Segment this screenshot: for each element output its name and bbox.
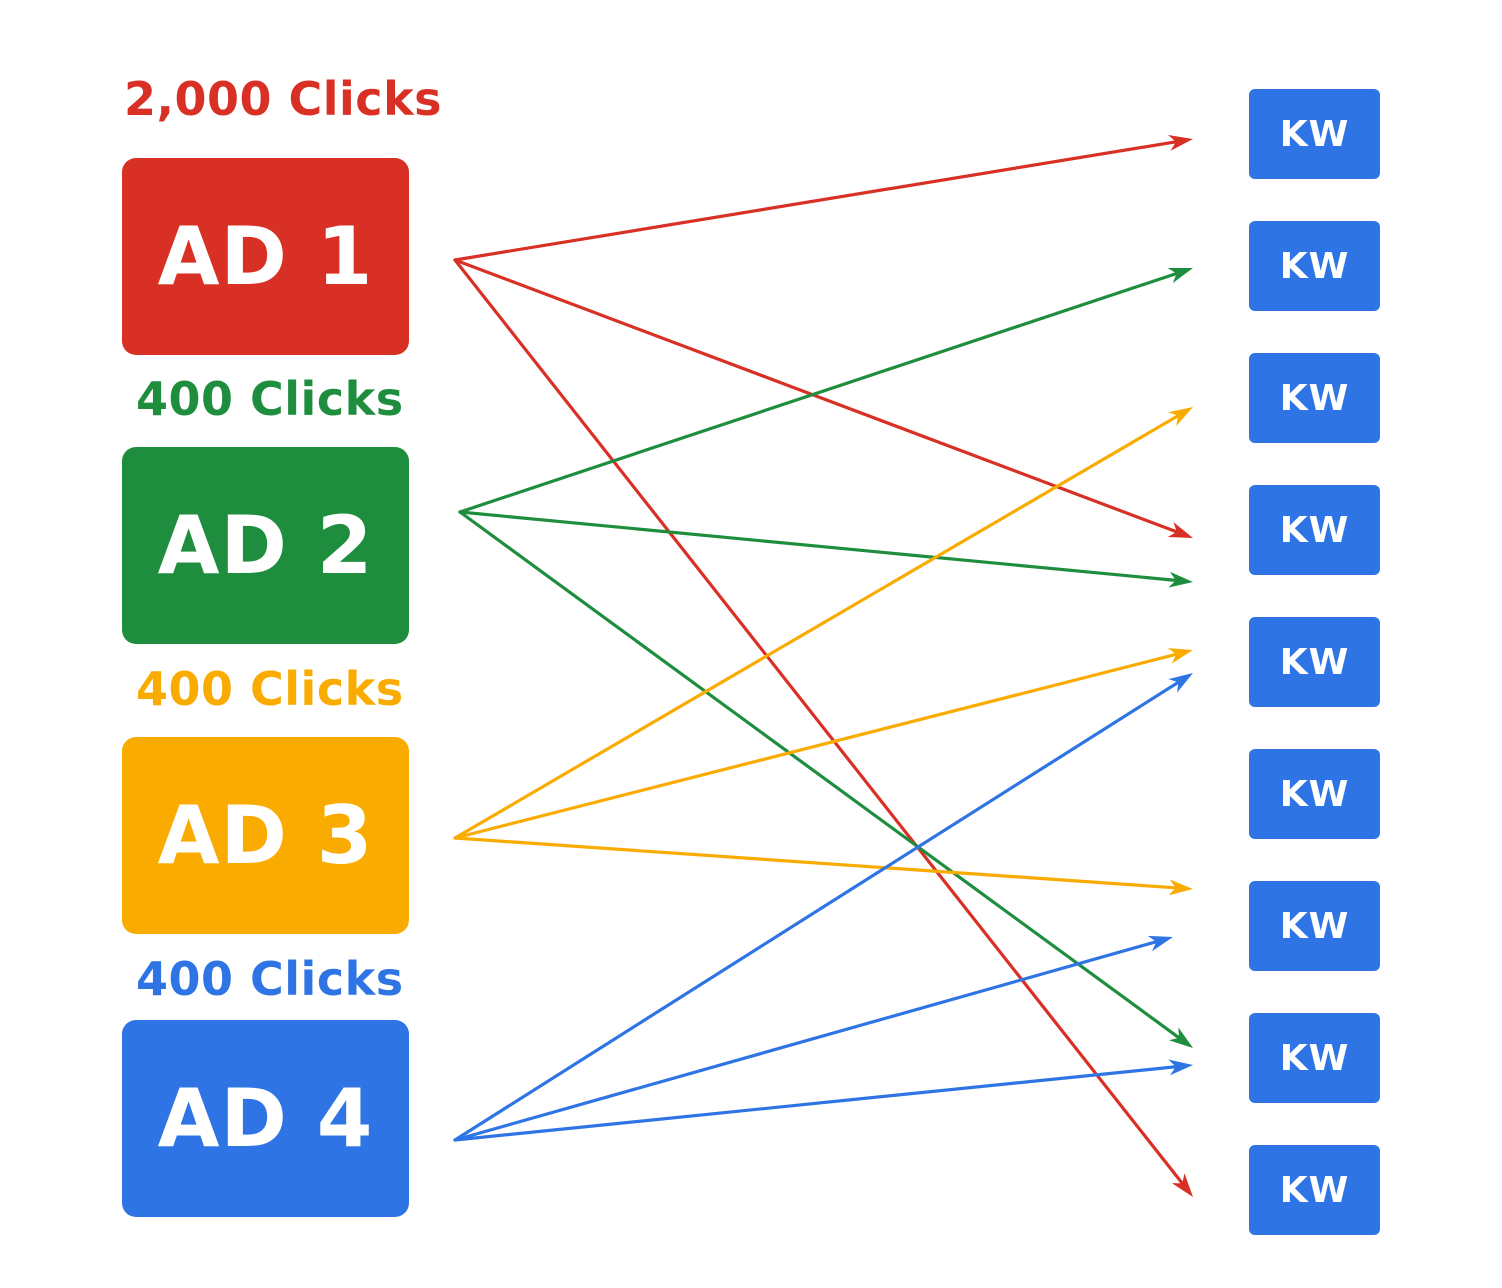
arrow-shaft <box>453 414 1180 840</box>
arrow-head <box>1168 407 1193 427</box>
ad-2-clicks-label: 400 Clicks <box>136 372 404 426</box>
arrow-shaft <box>453 652 1178 840</box>
arrow-ad3-to-kw5 <box>453 648 1193 840</box>
arrow-head <box>1171 1173 1193 1197</box>
arrow-shaft <box>453 680 1180 1142</box>
arrow-head <box>1147 935 1173 952</box>
ad-4-clicks-label: 400 Clicks <box>136 952 404 1006</box>
arrow-shaft <box>458 510 1181 1040</box>
ad-1-clicks-label: 2,000 Clicks <box>124 72 443 126</box>
kw-box-4: KW <box>1249 485 1380 575</box>
arrow-head <box>1167 267 1193 284</box>
arrow-head <box>1168 879 1193 896</box>
arrow-head <box>1168 1027 1193 1048</box>
arrow-shaft <box>453 258 1184 1186</box>
arrow-ad1-to-kw9 <box>453 258 1193 1197</box>
kw-box-3: KW <box>1249 353 1380 443</box>
kw-label: KW <box>1279 1037 1350 1079</box>
arrow-head <box>1168 134 1193 151</box>
ad-2-label: AD 2 <box>157 499 374 592</box>
ad-2-box: AD 2 <box>122 447 409 644</box>
kw-label: KW <box>1279 377 1350 419</box>
kw-label: KW <box>1279 773 1350 815</box>
arrow-ad3-to-kw7 <box>453 836 1193 896</box>
arrow-head <box>1167 648 1193 664</box>
ad-1-label: AD 1 <box>157 210 374 303</box>
kw-label: KW <box>1279 1169 1350 1211</box>
arrow-ad2-to-kw4 <box>458 510 1193 588</box>
arrow-shaft <box>453 1065 1178 1142</box>
arrow-ad4-to-kw7 <box>453 935 1173 1142</box>
ad-4-label: AD 4 <box>157 1072 374 1165</box>
arrow-ad1-to-kw1 <box>453 134 1193 262</box>
kw-label: KW <box>1279 113 1350 155</box>
kw-box-1: KW <box>1249 89 1380 179</box>
arrow-head <box>1168 1059 1193 1076</box>
arrow-ad4-to-kw5 <box>453 673 1193 1142</box>
kw-box-2: KW <box>1249 221 1380 311</box>
arrow-ad2-to-kw2 <box>458 267 1193 514</box>
arrow-head <box>1168 571 1193 588</box>
kw-box-8: KW <box>1249 1013 1380 1103</box>
arrow-head <box>1168 673 1193 693</box>
arrow-ad2-to-kw8 <box>458 510 1193 1048</box>
arrow-shaft <box>458 271 1179 514</box>
kw-box-9: KW <box>1249 1145 1380 1235</box>
ad-3-clicks-label: 400 Clicks <box>136 662 404 716</box>
arrow-shaft <box>453 140 1178 262</box>
arrow-shaft <box>458 510 1178 582</box>
kw-label: KW <box>1279 641 1350 683</box>
arrow-ad3-to-kw3 <box>453 407 1193 840</box>
kw-label: KW <box>1279 245 1350 287</box>
kw-label: KW <box>1279 509 1350 551</box>
ad-3-box: AD 3 <box>122 737 409 934</box>
kw-box-6: KW <box>1249 749 1380 839</box>
kw-label: KW <box>1279 905 1350 947</box>
ad-1-box: AD 1 <box>122 158 409 355</box>
kw-box-7: KW <box>1249 881 1380 971</box>
arrow-shaft <box>453 940 1158 1142</box>
arrow-shaft <box>453 836 1178 890</box>
kw-box-5: KW <box>1249 617 1380 707</box>
ad-4-box: AD 4 <box>122 1020 409 1217</box>
arrow-ad4-to-kw8 <box>453 1059 1193 1142</box>
arrow-head <box>1167 522 1193 538</box>
ad-3-label: AD 3 <box>157 789 374 882</box>
